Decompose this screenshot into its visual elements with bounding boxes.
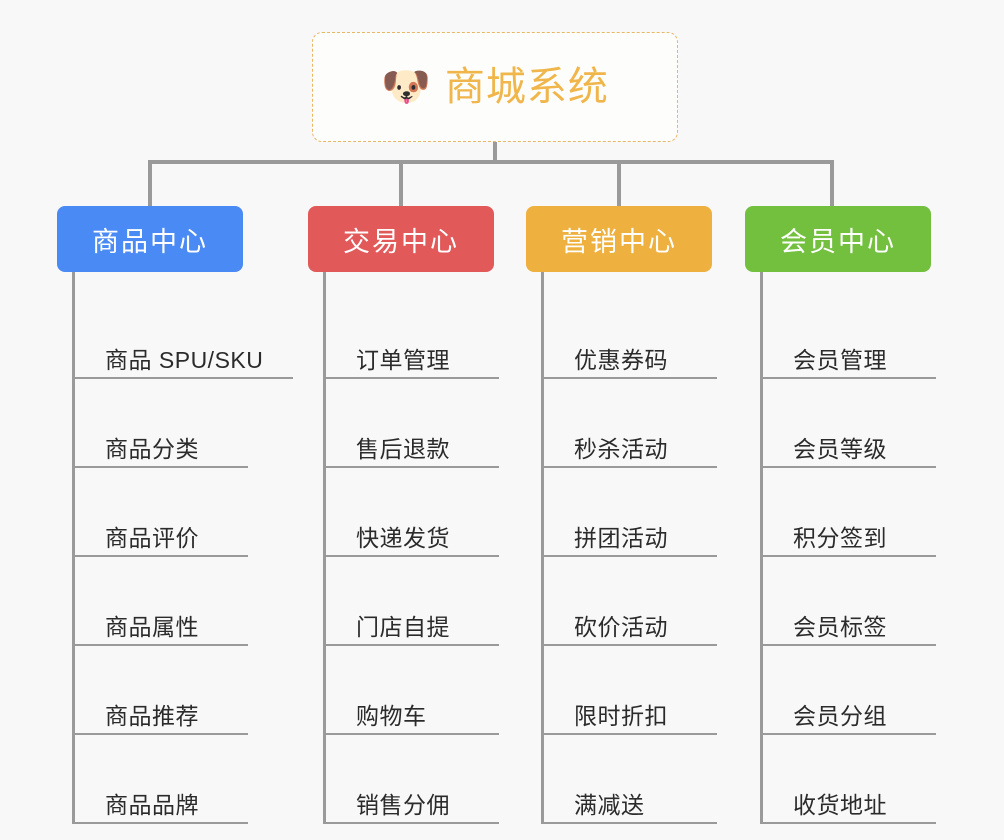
leaf-label: 商品推荐 xyxy=(105,702,199,729)
leaf-label: 会员等级 xyxy=(793,435,887,462)
leaf-label: 砍价活动 xyxy=(574,613,668,640)
list-item[interactable]: 商品 SPU/SKU xyxy=(75,290,293,379)
category-header-member-center[interactable]: 会员中心 xyxy=(745,206,931,272)
leaf-label: 商品属性 xyxy=(105,613,199,640)
list-item[interactable]: 门店自提 xyxy=(326,557,499,646)
leaf-label: 优惠券码 xyxy=(574,346,668,373)
connector-drop-product-center xyxy=(148,160,152,208)
leaf-label: 限时折扣 xyxy=(574,702,668,729)
branch-marketing-center: 营销中心 优惠券码 秒杀活动 拼团活动 砍价活动 限时折扣 满减送 xyxy=(526,206,717,824)
list-item[interactable]: 购物车 xyxy=(326,646,499,735)
list-item[interactable]: 砍价活动 xyxy=(544,557,717,646)
list-item[interactable]: 售后退款 xyxy=(326,379,499,468)
root-node[interactable]: 🐶 商城系统 xyxy=(312,32,678,142)
leaf-label: 商品评价 xyxy=(105,524,199,551)
list-item[interactable]: 会员分组 xyxy=(763,646,936,735)
list-item[interactable]: 商品属性 xyxy=(75,557,248,646)
leaf-list-trade-center: 订单管理 售后退款 快递发货 门店自提 购物车 销售分佣 xyxy=(323,272,499,824)
branch-product-center: 商品中心 商品 SPU/SKU 商品分类 商品评价 商品属性 商品推荐 商品品牌 xyxy=(57,206,293,824)
list-item[interactable]: 积分签到 xyxy=(763,468,936,557)
leaf-list-member-center: 会员管理 会员等级 积分签到 会员标签 会员分组 收货地址 xyxy=(760,272,936,824)
branch-member-center: 会员中心 会员管理 会员等级 积分签到 会员标签 会员分组 收货地址 xyxy=(745,206,936,824)
list-item[interactable]: 优惠券码 xyxy=(544,290,717,379)
leaf-label: 拼团活动 xyxy=(574,524,668,551)
leaf-label: 门店自提 xyxy=(356,613,450,640)
connector-drop-trade-center xyxy=(399,160,403,208)
leaf-list-marketing-center: 优惠券码 秒杀活动 拼团活动 砍价活动 限时折扣 满减送 xyxy=(541,272,717,824)
list-item[interactable]: 订单管理 xyxy=(326,290,499,379)
leaf-label: 会员管理 xyxy=(793,346,887,373)
leaf-label: 商品分类 xyxy=(105,435,199,462)
leaf-label: 收货地址 xyxy=(793,791,887,818)
leaf-label: 订单管理 xyxy=(356,346,450,373)
list-item[interactable]: 商品品牌 xyxy=(75,735,248,824)
list-item[interactable]: 商品推荐 xyxy=(75,646,248,735)
list-item[interactable]: 满减送 xyxy=(544,735,717,824)
leaf-label: 购物车 xyxy=(356,702,427,729)
list-item[interactable]: 商品评价 xyxy=(75,468,248,557)
list-item[interactable]: 拼团活动 xyxy=(544,468,717,557)
list-item[interactable]: 销售分佣 xyxy=(326,735,499,824)
leaf-label: 售后退款 xyxy=(356,435,450,462)
list-item[interactable]: 快递发货 xyxy=(326,468,499,557)
list-item[interactable]: 会员标签 xyxy=(763,557,936,646)
connector-drop-member-center xyxy=(830,160,834,208)
connector-drop-marketing-center xyxy=(617,160,621,208)
shiba-dog-face-icon: 🐶 xyxy=(381,65,431,109)
leaf-label: 商品品牌 xyxy=(105,791,199,818)
category-header-marketing-center[interactable]: 营销中心 xyxy=(526,206,712,272)
leaf-list-product-center: 商品 SPU/SKU 商品分类 商品评价 商品属性 商品推荐 商品品牌 xyxy=(72,272,293,824)
list-item[interactable]: 会员等级 xyxy=(763,379,936,468)
branch-trade-center: 交易中心 订单管理 售后退款 快递发货 门店自提 购物车 销售分佣 xyxy=(308,206,499,824)
root-title: 商城系统 xyxy=(444,65,609,109)
list-item[interactable]: 会员管理 xyxy=(763,290,936,379)
leaf-label: 销售分佣 xyxy=(356,791,450,818)
leaf-label: 会员分组 xyxy=(793,702,887,729)
leaf-label: 商品 SPU/SKU xyxy=(105,346,264,373)
category-header-product-center[interactable]: 商品中心 xyxy=(57,206,243,272)
connector-root-stem xyxy=(493,142,497,164)
list-item[interactable]: 限时折扣 xyxy=(544,646,717,735)
list-item[interactable]: 收货地址 xyxy=(763,735,936,824)
leaf-label: 积分签到 xyxy=(793,524,887,551)
list-item[interactable]: 商品分类 xyxy=(75,379,248,468)
leaf-label: 秒杀活动 xyxy=(574,435,668,462)
leaf-label: 满减送 xyxy=(574,791,645,818)
leaf-label: 快递发货 xyxy=(356,524,450,551)
list-item[interactable]: 秒杀活动 xyxy=(544,379,717,468)
leaf-label: 会员标签 xyxy=(793,613,887,640)
category-header-trade-center[interactable]: 交易中心 xyxy=(308,206,494,272)
connector-horizontal-bus xyxy=(148,160,834,164)
